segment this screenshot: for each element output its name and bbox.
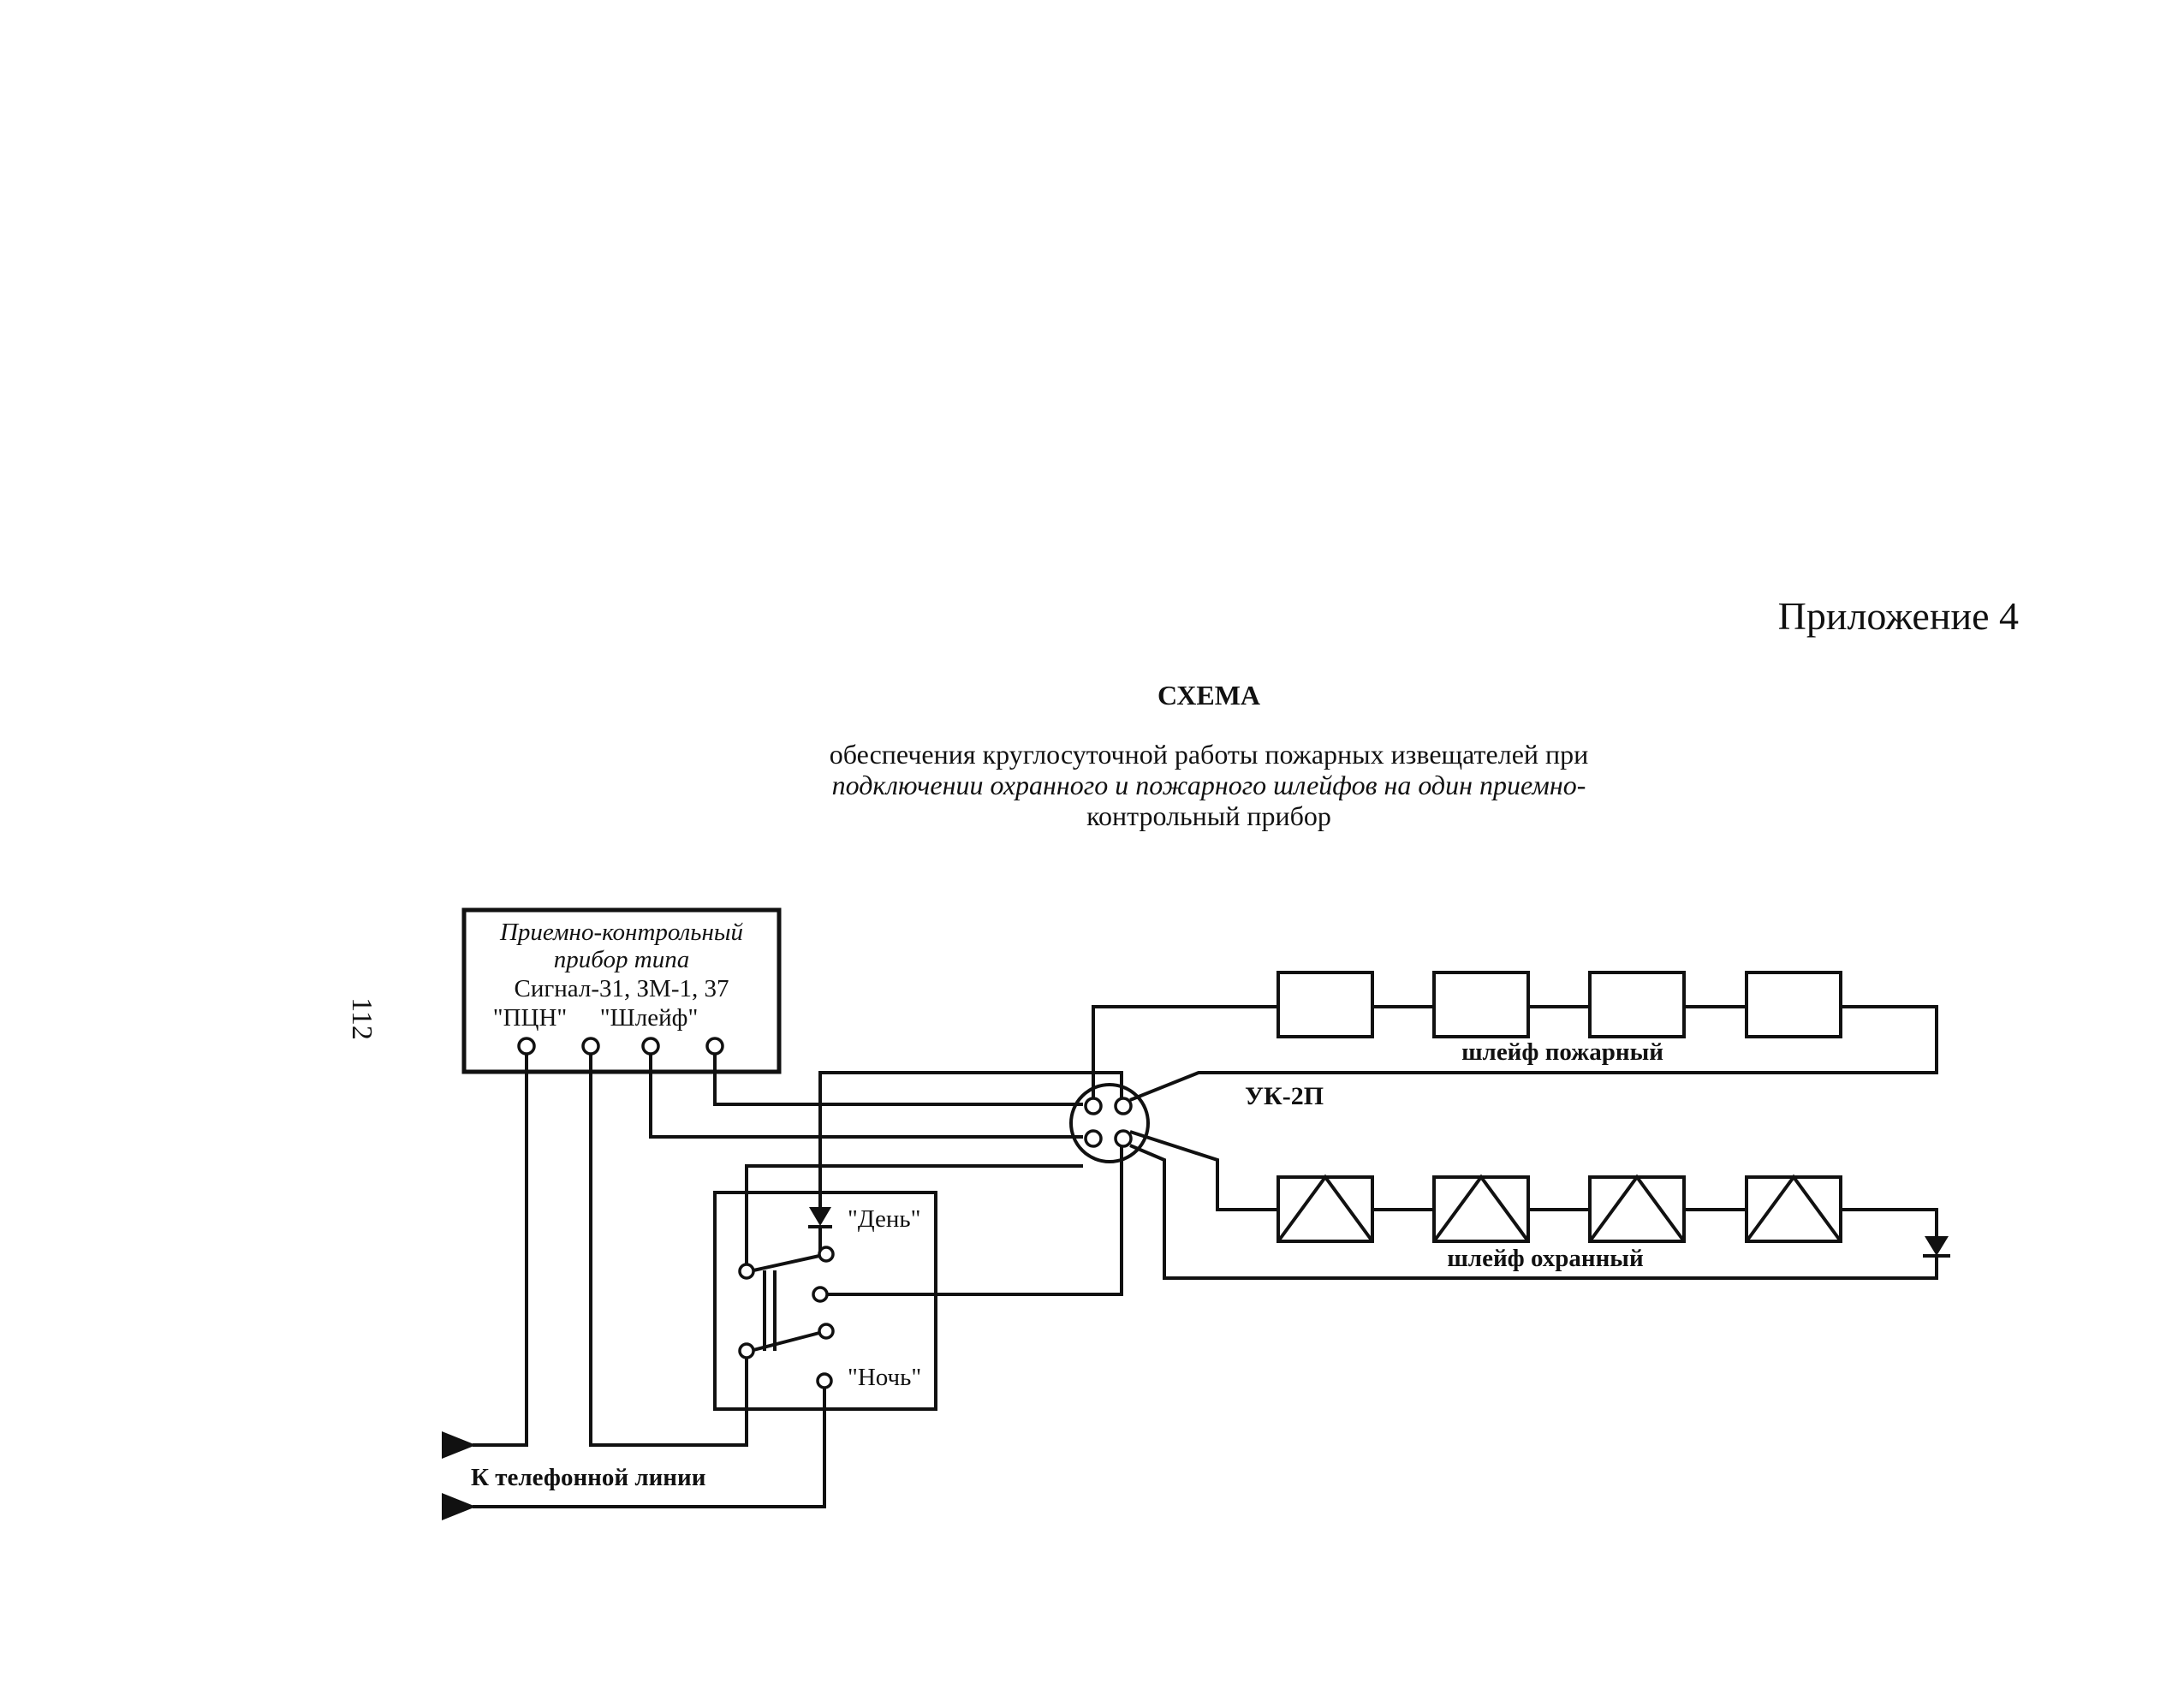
panel-terminal-4 — [705, 1037, 724, 1056]
fire-loop: шлейф пожарный — [1092, 971, 1938, 1102]
appendix-label: Приложение 4 — [1778, 594, 2019, 638]
wires — [442, 1046, 1123, 1520]
phone-line-label: К телефонной линии — [471, 1464, 705, 1491]
panel-line-2: прибор типа — [554, 946, 689, 973]
control-panel: Приемно-контрольный прибор типа Сигнал-3… — [461, 907, 782, 1074]
night-contact — [816, 1372, 833, 1389]
security-loop: шлейф охранный — [1129, 1130, 1950, 1280]
fire-detector — [1276, 971, 1374, 1038]
security-detector — [1432, 1174, 1530, 1243]
security-detector — [1588, 1174, 1686, 1243]
switch-upper-night-contact — [818, 1323, 835, 1340]
night-label: "Ночь" — [848, 1364, 921, 1391]
day-night-switch: "День" "Ночь" — [713, 1191, 937, 1411]
subtitle-line-2: подключении охранного и пожарного шлейфо… — [832, 770, 1586, 800]
panel-line-1: Приемно-контрольный — [499, 919, 744, 946]
panel-terminal-1 — [517, 1037, 536, 1056]
connector-pin-1 — [1084, 1097, 1103, 1115]
fire-detector — [1745, 971, 1842, 1038]
day-contact — [818, 1246, 835, 1263]
security-loop-label: шлейф охранный — [1447, 1245, 1643, 1272]
scheme-title: СХЕМА — [1157, 680, 1260, 711]
panel-line-3: Сигнал-31, ЗМ-1, 37 — [514, 975, 729, 1002]
fire-detector — [1588, 971, 1686, 1038]
connector-pin-2 — [1114, 1097, 1133, 1115]
panel-label-pcn: "ПЦН" — [493, 1004, 568, 1032]
fire-detector — [1432, 971, 1530, 1038]
switch-common-bottom — [738, 1342, 755, 1359]
subtitle-line-3: контрольный прибор — [1086, 800, 1331, 831]
security-detector — [1745, 1174, 1842, 1243]
switch-middle-contact — [812, 1286, 829, 1303]
panel-label-loop: "Шлейф" — [600, 1004, 699, 1032]
fire-loop-label: шлейф пожарный — [1461, 1038, 1663, 1066]
connector-uk2p: УК-2П — [1069, 1082, 1324, 1163]
panel-terminal-3 — [641, 1037, 660, 1056]
connector-label: УК-2П — [1245, 1082, 1324, 1110]
day-diode-icon — [809, 1207, 831, 1226]
day-label: "День" — [848, 1205, 920, 1233]
page-number: 112 — [346, 997, 378, 1040]
loop-diode-icon — [1925, 1236, 1949, 1256]
switch-common-top — [738, 1263, 755, 1280]
connector-pin-4 — [1114, 1129, 1133, 1148]
security-detector — [1276, 1174, 1374, 1243]
panel-terminal-2 — [581, 1037, 600, 1056]
subtitle-line-1: обеспечения круглосуточной работы пожарн… — [830, 739, 1589, 770]
connector-pin-3 — [1084, 1129, 1103, 1148]
